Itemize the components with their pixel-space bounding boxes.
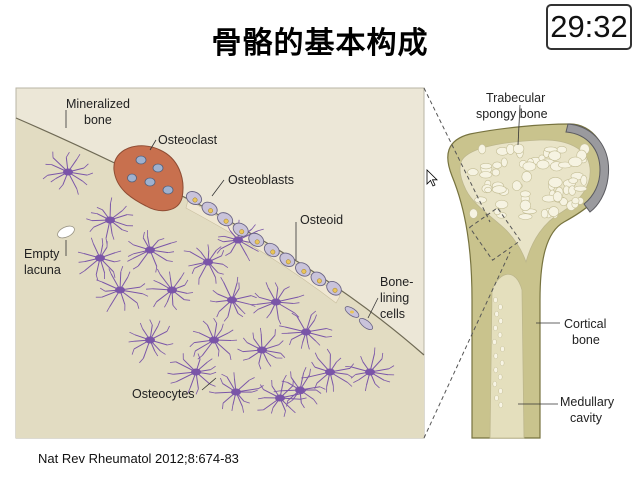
osteocyte-cell bbox=[127, 230, 177, 273]
osteoblast-cell bbox=[201, 201, 218, 216]
osteocyte-cell bbox=[95, 265, 149, 312]
empty-lacuna bbox=[57, 225, 75, 239]
osteocyte-cell bbox=[209, 276, 257, 322]
mineralized-bone-region bbox=[16, 118, 424, 438]
osteocyte-cell bbox=[146, 268, 194, 311]
label-osteoclast: Osteoclast bbox=[158, 133, 218, 147]
osteoblast-cell bbox=[185, 191, 203, 205]
osteocyte-cell bbox=[279, 310, 333, 350]
osteocyte-cell bbox=[183, 244, 229, 285]
osteocyte-cell bbox=[189, 317, 238, 360]
label-empty-lacuna-line1: Empty bbox=[24, 247, 60, 261]
label-mineralized-bone-line2: bone bbox=[84, 113, 112, 127]
osteoblast-cell bbox=[263, 242, 280, 258]
label-trabecular-line2: spongy bone bbox=[476, 107, 548, 121]
zoom-indicator bbox=[423, 87, 522, 439]
osteoblasts-group bbox=[185, 191, 342, 296]
medullary-dots bbox=[492, 296, 505, 409]
slide-title: 骨骼的基本构成 bbox=[211, 26, 429, 61]
osteocyte-cell bbox=[250, 282, 305, 325]
osteoblast-cell bbox=[295, 262, 311, 277]
spongy-bone-texture bbox=[467, 143, 590, 220]
osteocyte-cell bbox=[301, 348, 355, 393]
osteoblast-cell bbox=[326, 281, 342, 296]
label-osteoid: Osteoid bbox=[300, 213, 343, 227]
label-empty-lacuna-line2: lacuna bbox=[24, 263, 61, 277]
bone-surface-detail-panel bbox=[15, 87, 425, 439]
articular-cartilage bbox=[565, 123, 610, 213]
label-bone-lining-line2: lining bbox=[380, 291, 409, 305]
osteocyte-cell bbox=[209, 372, 264, 413]
osteocyte-cell bbox=[345, 347, 395, 392]
label-osteocytes: Osteocytes bbox=[132, 387, 195, 401]
bone-lining-cells bbox=[344, 306, 374, 331]
osteocyte-cell bbox=[273, 367, 326, 409]
leader-lines bbox=[65, 104, 560, 405]
label-cortical-line2: bone bbox=[572, 333, 600, 347]
label-cortical-line1: Cortical bbox=[564, 317, 606, 331]
osteocyte-cell bbox=[216, 219, 264, 262]
osteocyte-cell bbox=[167, 353, 217, 395]
timer-display: 29:32 bbox=[546, 4, 632, 50]
label-trabecular-line1: Trabecular bbox=[486, 91, 545, 105]
label-osteoblasts: Osteoblasts bbox=[228, 173, 294, 187]
osteocyte-cell bbox=[42, 151, 94, 195]
label-bone-lining-line1: Bone- bbox=[380, 275, 413, 289]
osteocyte-cell bbox=[237, 327, 286, 370]
osteocyte-cell bbox=[77, 237, 122, 281]
osteoblast-cell bbox=[310, 271, 327, 287]
label-medullary-line2: cavity bbox=[570, 411, 603, 425]
citation-text: Nat Rev Rheumatol 2012;8:674-83 bbox=[38, 451, 239, 466]
label-medullary-line1: Medullary bbox=[560, 395, 615, 409]
osteoblast-cell bbox=[232, 222, 249, 237]
osteoblast-cell bbox=[248, 232, 265, 247]
mouse-cursor-icon bbox=[426, 169, 438, 187]
osteoblast-cell bbox=[217, 212, 234, 227]
osteocyte-cell bbox=[128, 319, 174, 364]
label-mineralized-bone-line1: Mineralized bbox=[66, 97, 130, 111]
osteoblast-cell bbox=[279, 252, 296, 267]
osteoclast-cell bbox=[113, 145, 184, 212]
label-bone-lining-line3: cells bbox=[380, 307, 405, 321]
osteocytes-group bbox=[42, 151, 395, 417]
